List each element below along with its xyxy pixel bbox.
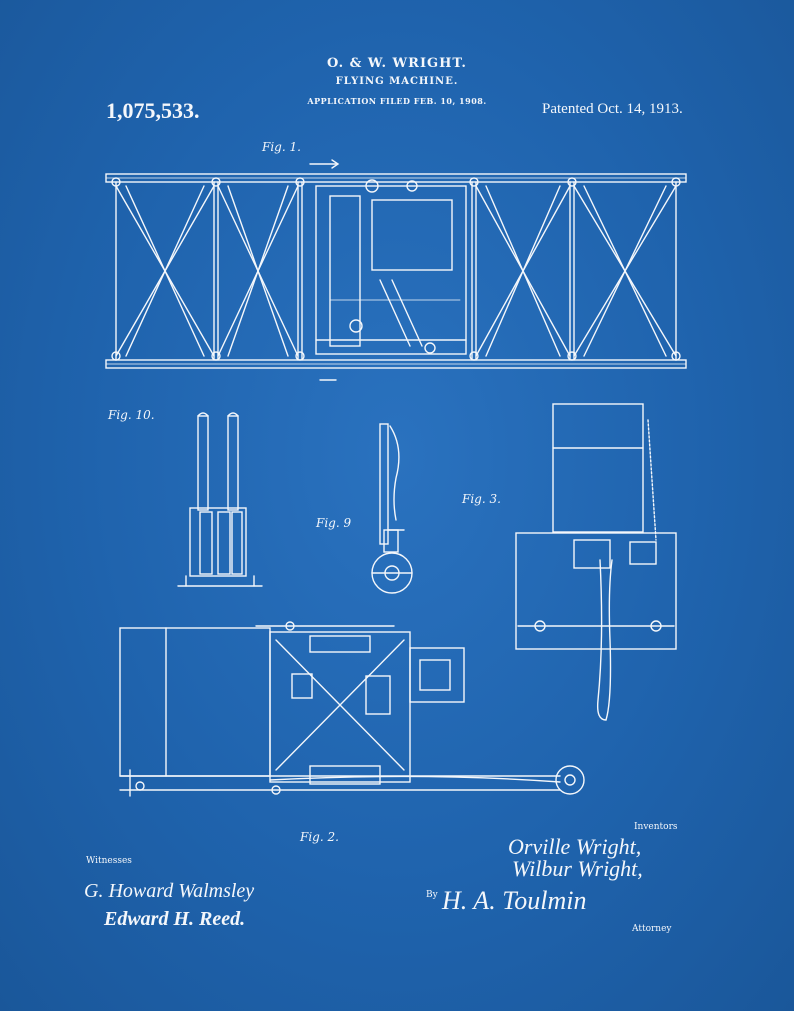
patent-title: FLYING MACHINE. [335, 76, 459, 87]
inventor-signature-2: Wilbur Wright, [512, 856, 643, 881]
attorney-signature: H. A. Toulmin [442, 886, 587, 915]
figure-1-drawing [105, 159, 687, 381]
figure-3-drawing [515, 403, 677, 721]
figure-10-label: Fig. 10. [108, 408, 155, 422]
figure-9-label: Fig. 9 [316, 516, 352, 530]
patented-date: Patented Oct. 14, 1913. [542, 101, 683, 117]
inventor-signature-1: Orville Wright, [508, 834, 642, 859]
application-filed-date: APPLICATION FILED FEB. 10, 1908. [307, 96, 487, 106]
figure-1-label: Fig. 1. [262, 140, 301, 154]
figure-9-drawing [371, 423, 413, 594]
patent-number: 1,075,533. [106, 98, 200, 123]
figure-2-label: Fig. 2. [300, 830, 339, 844]
witnesses-label: Witnesses [86, 856, 132, 866]
attorney-label: Attorney [632, 924, 672, 934]
witness-signature-1: G. Howard Walmsley [84, 880, 255, 902]
inventor-names-heading: O. & W. WRIGHT. [327, 56, 467, 71]
figure-10-drawing [177, 412, 263, 587]
inventors-label: Inventors [634, 822, 678, 832]
witness-signature-2: Edward H. Reed. [104, 908, 246, 930]
figure-3-label: Fig. 3. [462, 492, 501, 506]
by-label: By [426, 890, 438, 900]
figure-2-drawing [119, 621, 585, 797]
